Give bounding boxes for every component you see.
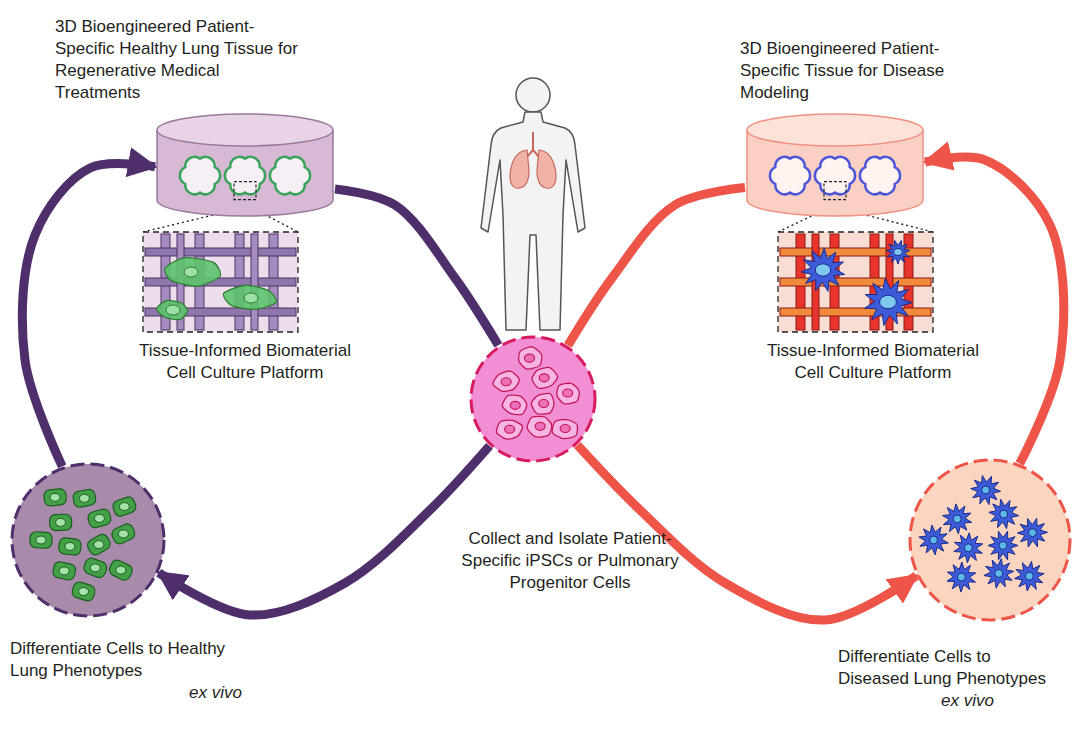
- cell-cluster: [493, 347, 579, 439]
- dish-rim: [747, 114, 923, 146]
- text-group: 3D Bioengineered Patient-Specific Health…: [55, 16, 300, 104]
- text-group: Differentiate Cells to Diseased Lung Phe…: [838, 646, 1064, 712]
- scaffold-cells: [801, 241, 912, 326]
- scaffold-inset: Tissue-Informed Biomaterial Cell Culture…: [778, 232, 933, 332]
- cycle-arrow: [568, 188, 745, 346]
- text-group: Tissue-Informed Biomaterial Cell Culture…: [753, 340, 993, 384]
- text-group: Tissue-Informed Biomaterial Cell Culture…: [125, 340, 365, 384]
- zoom-marker: [234, 182, 256, 200]
- cycle-arrow: [335, 189, 498, 345]
- text-group: Differentiate Cells to Healthy Lung Phen…: [10, 638, 242, 704]
- tissue-organoid: [180, 157, 220, 194]
- cell-circle: Collect and Isolate Patient-Specific iPS…: [469, 335, 597, 463]
- dish-rim: [157, 114, 333, 146]
- culture-dish: 3D Bioengineered Patient-Specific Health…: [155, 112, 335, 218]
- cell-circle: Differentiate Cells to Diseased Lung Phe…: [908, 458, 1072, 622]
- fiber-mesh: [780, 234, 931, 330]
- tissue-organoid: [225, 157, 265, 194]
- circle-shape: [10, 462, 166, 618]
- fiber-mesh: [145, 234, 296, 330]
- cycle-arrow: [159, 446, 490, 615]
- circle-shape: [908, 458, 1072, 622]
- culture-dish: 3D Bioengineered Patient-Specific Tissue…: [745, 112, 925, 218]
- scaffold-shape: [143, 232, 298, 332]
- dish-shape: [155, 112, 335, 218]
- human-silhouette: [481, 78, 585, 330]
- note-label: ex vivo: [838, 690, 1064, 712]
- dashed-border: [910, 460, 1070, 620]
- dashed-border: [471, 337, 595, 461]
- node-label: 3D Bioengineered Patient-Specific Health…: [55, 16, 300, 104]
- node-label: Tissue-Informed Biomaterial Cell Culture…: [753, 340, 993, 384]
- scaffold-inset: Tissue-Informed Biomaterial Cell Culture…: [143, 232, 298, 332]
- tissue-organoid: [815, 157, 855, 194]
- scaffold-frame: [778, 232, 933, 332]
- tissue-organoid: [770, 157, 810, 194]
- scaffold-cells: [157, 258, 277, 320]
- node-label: Differentiate Cells to Diseased Lung Phe…: [838, 646, 1064, 690]
- dish-shape: [745, 112, 925, 218]
- text-group: Collect and Isolate Patient-Specific iPS…: [445, 528, 695, 594]
- cell-circle: Differentiate Cells to Healthy Lung Phen…: [10, 462, 166, 618]
- node-label: 3D Bioengineered Patient-Specific Tissue…: [740, 38, 995, 104]
- scaffold-shape: [778, 232, 933, 332]
- scaffold-frame: [143, 232, 298, 332]
- cell-dish: [471, 337, 595, 461]
- dashed-border: [12, 464, 164, 616]
- note-label: ex vivo: [10, 682, 242, 704]
- cell-cluster: [919, 475, 1048, 592]
- cell-cluster: [30, 488, 138, 602]
- text-group: 3D Bioengineered Patient-Specific Tissue…: [740, 38, 995, 104]
- cell-dish: [12, 464, 164, 616]
- cell-dish: [910, 460, 1070, 620]
- tissue-organoid: [860, 157, 900, 194]
- circle-shape: [469, 335, 597, 463]
- zoom-marker: [824, 182, 846, 200]
- node-label: Differentiate Cells to Healthy Lung Phen…: [10, 638, 242, 682]
- cycle-arrow: [925, 157, 1064, 463]
- node-label: Tissue-Informed Biomaterial Cell Culture…: [125, 340, 365, 384]
- node-label: Collect and Isolate Patient-Specific iPS…: [445, 528, 695, 594]
- cycle-arrow: [22, 164, 155, 467]
- tissue-organoid: [270, 157, 310, 194]
